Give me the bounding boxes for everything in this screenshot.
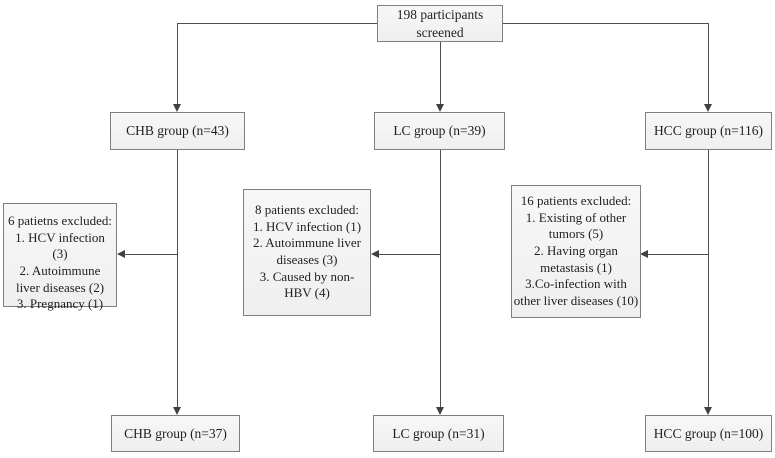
excluded-item: 2. Having organ metastasis (1) <box>534 242 618 275</box>
connector-chb-top-vertical <box>177 23 178 106</box>
arrowhead-hcc-final <box>704 407 712 415</box>
excluded-item: 3. Caused by non-HBV (4) <box>259 268 355 301</box>
connector-hcc-top-vertical <box>708 23 709 106</box>
box-lc-excluded: 8 patients excluded: 1. HCV infection (1… <box>243 189 371 316</box>
box-lc-group: LC group (n=39) <box>374 112 505 150</box>
connector-chb-main-vertical <box>177 150 178 408</box>
box-lc-final: LC group (n=31) <box>373 415 504 452</box>
hcc-group-label: HCC group (n=116) <box>653 123 764 139</box>
excluded-item: 2. Autoimmune liver diseases (3) <box>253 235 361 267</box>
box-chb-group: CHB group (n=43) <box>110 112 245 150</box>
arrowhead-chb-final <box>173 407 181 415</box>
excluded-item: 1. HCV infection (1) <box>252 218 362 234</box>
connector-top-left-horizontal <box>177 23 377 24</box>
connector-hcc-main-vertical <box>708 150 709 408</box>
excluded-item: 16 patients excluded: <box>520 193 632 208</box>
box-hcc-excluded: 16 patients excluded: 1. Existing of oth… <box>511 185 641 318</box>
excluded-item: 6 patietns excluded: <box>8 213 112 228</box>
box-chb-final: CHB group (n=37) <box>111 415 240 452</box>
arrowhead-lc-group <box>436 104 444 112</box>
box-hcc-group: HCC group (n=116) <box>645 112 772 150</box>
connector-top-right-horizontal <box>503 23 708 24</box>
excluded-item: 2. Autoimmune liver diseases (2) <box>15 262 105 295</box>
excluded-item: 1. HCV infection (3) <box>15 229 105 262</box>
arrowhead-lc-exclusion <box>371 250 379 258</box>
arrowhead-lc-final <box>436 407 444 415</box>
arrowhead-hcc-exclusion <box>640 250 648 258</box>
arrowhead-chb-group <box>173 104 181 112</box>
screened-label: 198 participants screened <box>396 7 484 40</box>
excluded-item: 8 patients excluded: <box>255 202 359 217</box>
box-hcc-final: HCC group (n=100) <box>645 415 772 452</box>
arrowhead-chb-exclusion <box>117 250 125 258</box>
arrowhead-hcc-group <box>704 104 712 112</box>
connector-lc-top-vertical <box>440 41 441 106</box>
box-chb-excluded: 6 patietns excluded: 1. HCV infection (3… <box>3 203 117 311</box>
lc-final-label: LC group (n=31) <box>392 425 485 441</box>
excluded-item: 3. Pregnancy (1) <box>16 296 104 312</box>
connector-chb-exclusion-branch <box>124 254 177 255</box>
box-screened: 198 participants screened <box>377 5 503 42</box>
lc-group-label: LC group (n=39) <box>393 123 486 139</box>
excluded-item: 1. Existing of other tumors (5) <box>525 209 627 242</box>
chb-final-label: CHB group (n=37) <box>124 425 227 441</box>
chb-group-label: CHB group (n=43) <box>126 123 229 139</box>
connector-lc-main-vertical <box>440 150 441 408</box>
connector-hcc-exclusion-branch <box>647 254 708 255</box>
connector-lc-exclusion-branch <box>378 254 440 255</box>
hcc-final-label: HCC group (n=100) <box>653 425 764 441</box>
excluded-item: 3.Co-infection with other liver diseases… <box>513 276 639 308</box>
